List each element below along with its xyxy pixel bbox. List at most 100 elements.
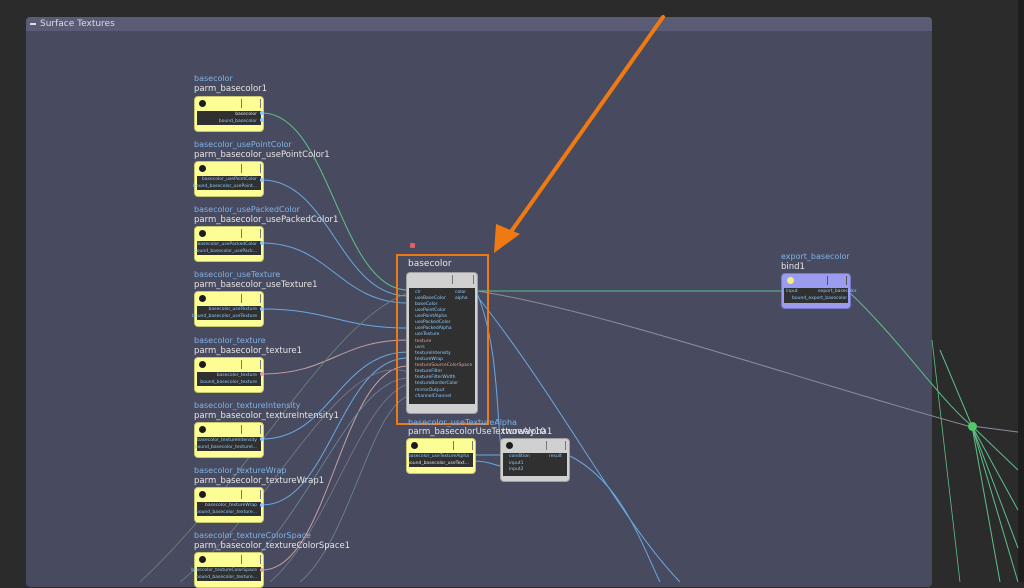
node-name[interactable]: parm_basecolor_usePackedColor1 <box>194 215 339 225</box>
input-label: input2 <box>509 467 524 472</box>
output-port[interactable] <box>260 372 264 376</box>
node-body: basecolor_usePackedColor bound_basecolor… <box>193 241 261 256</box>
wire <box>261 179 409 297</box>
output-label: bound_basecolor_useText... <box>407 461 469 466</box>
parameter-node[interactable]: basecolor_useTexture bound_basecolor_use… <box>192 291 264 327</box>
bulb-icon <box>199 100 206 107</box>
node-flags[interactable] <box>241 360 261 369</box>
node-body: input export_basecolor bound_export_base… <box>784 288 857 303</box>
node-footer <box>409 467 473 472</box>
main-node-name[interactable]: basecolor <box>408 259 452 269</box>
node-flags[interactable] <box>241 294 261 303</box>
output-label: basecolor_textureWrap <box>204 503 257 508</box>
output-label: bound_export_basecolor <box>792 296 848 301</box>
node-name[interactable]: parm_basecolor_textureColorSpace1 <box>194 541 351 551</box>
node-flags[interactable] <box>241 425 261 434</box>
wire <box>971 425 1019 549</box>
output-port[interactable] <box>260 503 264 507</box>
wire <box>476 295 681 582</box>
output-port[interactable] <box>260 241 264 245</box>
node-body: condition input1 input2 result <box>503 453 567 476</box>
node-flags[interactable] <box>241 229 261 238</box>
node-name[interactable]: bind1 <box>781 262 805 272</box>
bulb-icon <box>199 491 206 498</box>
input-label: input1 <box>509 461 524 466</box>
node-name[interactable]: parm_basecolor_texture1 <box>194 346 303 356</box>
wire <box>261 357 409 506</box>
wire <box>848 291 973 427</box>
output-label: bound_basecolor_usePack... <box>193 249 257 254</box>
dot-junction[interactable] <box>968 422 977 431</box>
network-box-title: Surface Textures <box>40 19 115 29</box>
node-flags[interactable] <box>241 555 261 564</box>
collapse-icon[interactable] <box>30 22 36 25</box>
node-footer <box>197 320 261 325</box>
node-flags[interactable] <box>546 441 566 450</box>
parameter-node[interactable]: basecolor_texture bound_basecolor_textur… <box>194 357 264 393</box>
input-label: clr <box>415 290 421 295</box>
node-category: basecolor_texture <box>194 336 266 345</box>
node-flags[interactable] <box>241 99 261 108</box>
input-label: textureSourceColorSpace <box>415 363 473 368</box>
viewport-edge <box>1018 0 1024 582</box>
parameter-node[interactable]: basecolor_textureWrap bound_basecolor_te… <box>194 487 264 523</box>
node-flags[interactable] <box>453 441 473 450</box>
node-name[interactable]: parm_basecolorUseTextureAlpha1 <box>408 427 553 437</box>
wire <box>269 383 409 582</box>
output-label: bound_basecolor_texture... <box>195 575 257 580</box>
wire <box>261 242 409 304</box>
output-port[interactable] <box>260 437 264 441</box>
node-name[interactable]: parm_basecolor_textureIntensity1 <box>194 411 340 421</box>
switch-icon <box>506 442 513 449</box>
output-label: result <box>549 454 562 459</box>
node-flags[interactable] <box>241 164 261 173</box>
node-category: export_basecolor <box>781 252 850 261</box>
basecolor-subnet-node[interactable]: clr useBaseColor baseColor usePointColor… <box>406 272 478 414</box>
node-name[interactable]: twoway10 <box>502 427 546 437</box>
wire <box>971 425 1019 582</box>
node-flags[interactable] <box>452 275 474 284</box>
node-footer <box>197 255 261 260</box>
node-body: basecolor_useTextureAlpha bound_basecolo… <box>407 453 473 468</box>
network-box-header[interactable]: Surface Textures <box>26 17 932 31</box>
node-name[interactable]: parm_basecolor_usePointColor1 <box>194 150 330 160</box>
parameter-node[interactable]: basecolor_textureIntensity bound_basecol… <box>194 422 264 458</box>
node-name[interactable]: parm_basecolor_useTexture1 <box>194 280 318 290</box>
input-label: useTexture <box>415 332 440 337</box>
output-port[interactable] <box>260 307 264 311</box>
node-category: basecolor_usePointColor <box>194 140 292 149</box>
output-port[interactable] <box>260 118 264 122</box>
wire <box>971 425 1001 582</box>
node-body: basecolor bound_basecolor <box>197 111 261 126</box>
input-label: condition <box>509 454 530 459</box>
wire <box>939 349 973 427</box>
output-label: basecolor_textureColorSpace <box>191 568 257 573</box>
node-footer <box>197 516 261 521</box>
bind-export-node[interactable]: input export_basecolor bound_export_base… <box>781 273 857 309</box>
wire <box>971 425 1019 511</box>
input-label: textureFilterWidth <box>415 375 456 380</box>
output-label: basecolor_usePackedColor <box>197 242 257 247</box>
node-name[interactable]: parm_basecolor_textureWrap1 <box>194 476 325 486</box>
parameter-node[interactable]: basecolor_useTextureAlpha bound_basecolo… <box>406 438 476 474</box>
node-flags[interactable] <box>827 276 847 285</box>
node-footer <box>197 190 261 195</box>
twoway-switch-node[interactable]: condition input1 input2 result <box>500 438 570 482</box>
output-port[interactable] <box>260 111 264 115</box>
input-label: usePackedColor <box>415 320 451 325</box>
export-icon <box>787 277 794 284</box>
parameter-node[interactable]: basecolor_usePackedColor bound_basecolor… <box>194 226 264 262</box>
parameter-node[interactable]: basecolor_textureColorSpace bound_baseco… <box>191 552 264 588</box>
node-flags[interactable] <box>241 490 261 499</box>
parameter-node[interactable]: basecolor bound_basecolor <box>194 96 264 132</box>
node-category: basecolor_usePackedColor <box>194 205 300 214</box>
output-port[interactable] <box>260 568 264 572</box>
node-name[interactable]: parm_basecolor1 <box>194 84 268 94</box>
node-category: basecolor_textureIntensity <box>194 401 301 410</box>
output-port[interactable] <box>260 178 264 182</box>
bulb-icon <box>199 230 206 237</box>
input-label: textureBorderColor <box>415 381 459 386</box>
parameter-node[interactable]: basecolor_usePointColor bound_basecolor_… <box>193 161 264 197</box>
output-label: basecolor_textureIntensity <box>197 438 257 443</box>
